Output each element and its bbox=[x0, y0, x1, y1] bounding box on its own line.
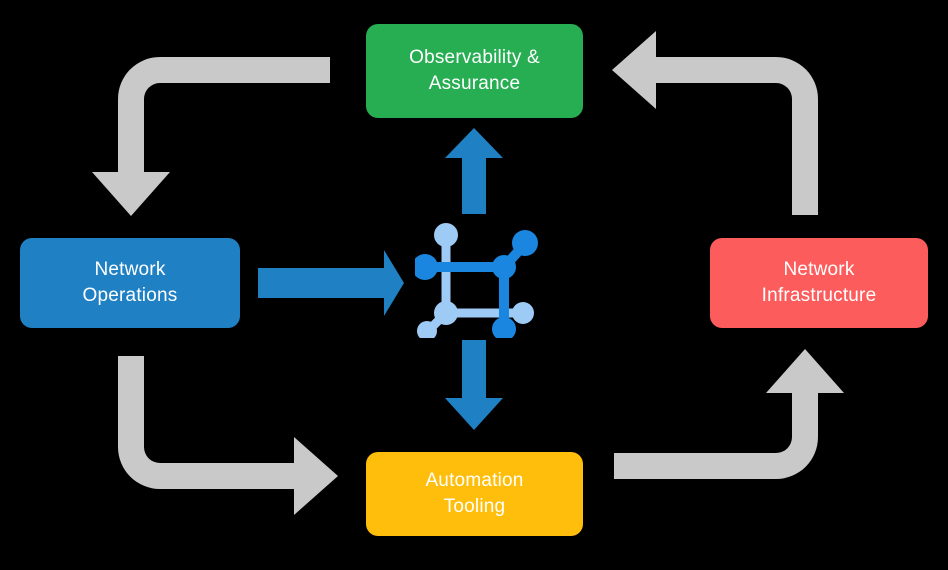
node-label-observability: Observability & Assurance bbox=[409, 47, 540, 94]
node-automation-tooling[interactable]: Automation Tooling bbox=[366, 452, 583, 536]
node-network-operations[interactable]: Network Operations bbox=[20, 238, 240, 328]
node-label-automation: Automation Tooling bbox=[425, 470, 524, 517]
network-mesh-icon bbox=[415, 223, 538, 338]
node-observability-assurance[interactable]: Observability & Assurance bbox=[366, 24, 583, 118]
arrow-center-to-observability bbox=[445, 128, 503, 214]
arrow-infrastructure-to-observability bbox=[612, 31, 818, 215]
arrow-observability-to-operations bbox=[92, 57, 330, 216]
arrow-automation-to-infrastructure bbox=[614, 349, 844, 479]
node-label-operations: Network Operations bbox=[82, 259, 178, 306]
node-network-infrastructure[interactable]: Network Infrastructure bbox=[710, 238, 928, 328]
node-label-infrastructure: Network Infrastructure bbox=[761, 259, 877, 306]
arrow-operations-to-center bbox=[258, 250, 404, 316]
arrow-center-to-automation bbox=[445, 340, 503, 430]
arrow-operations-to-automation bbox=[118, 356, 338, 515]
